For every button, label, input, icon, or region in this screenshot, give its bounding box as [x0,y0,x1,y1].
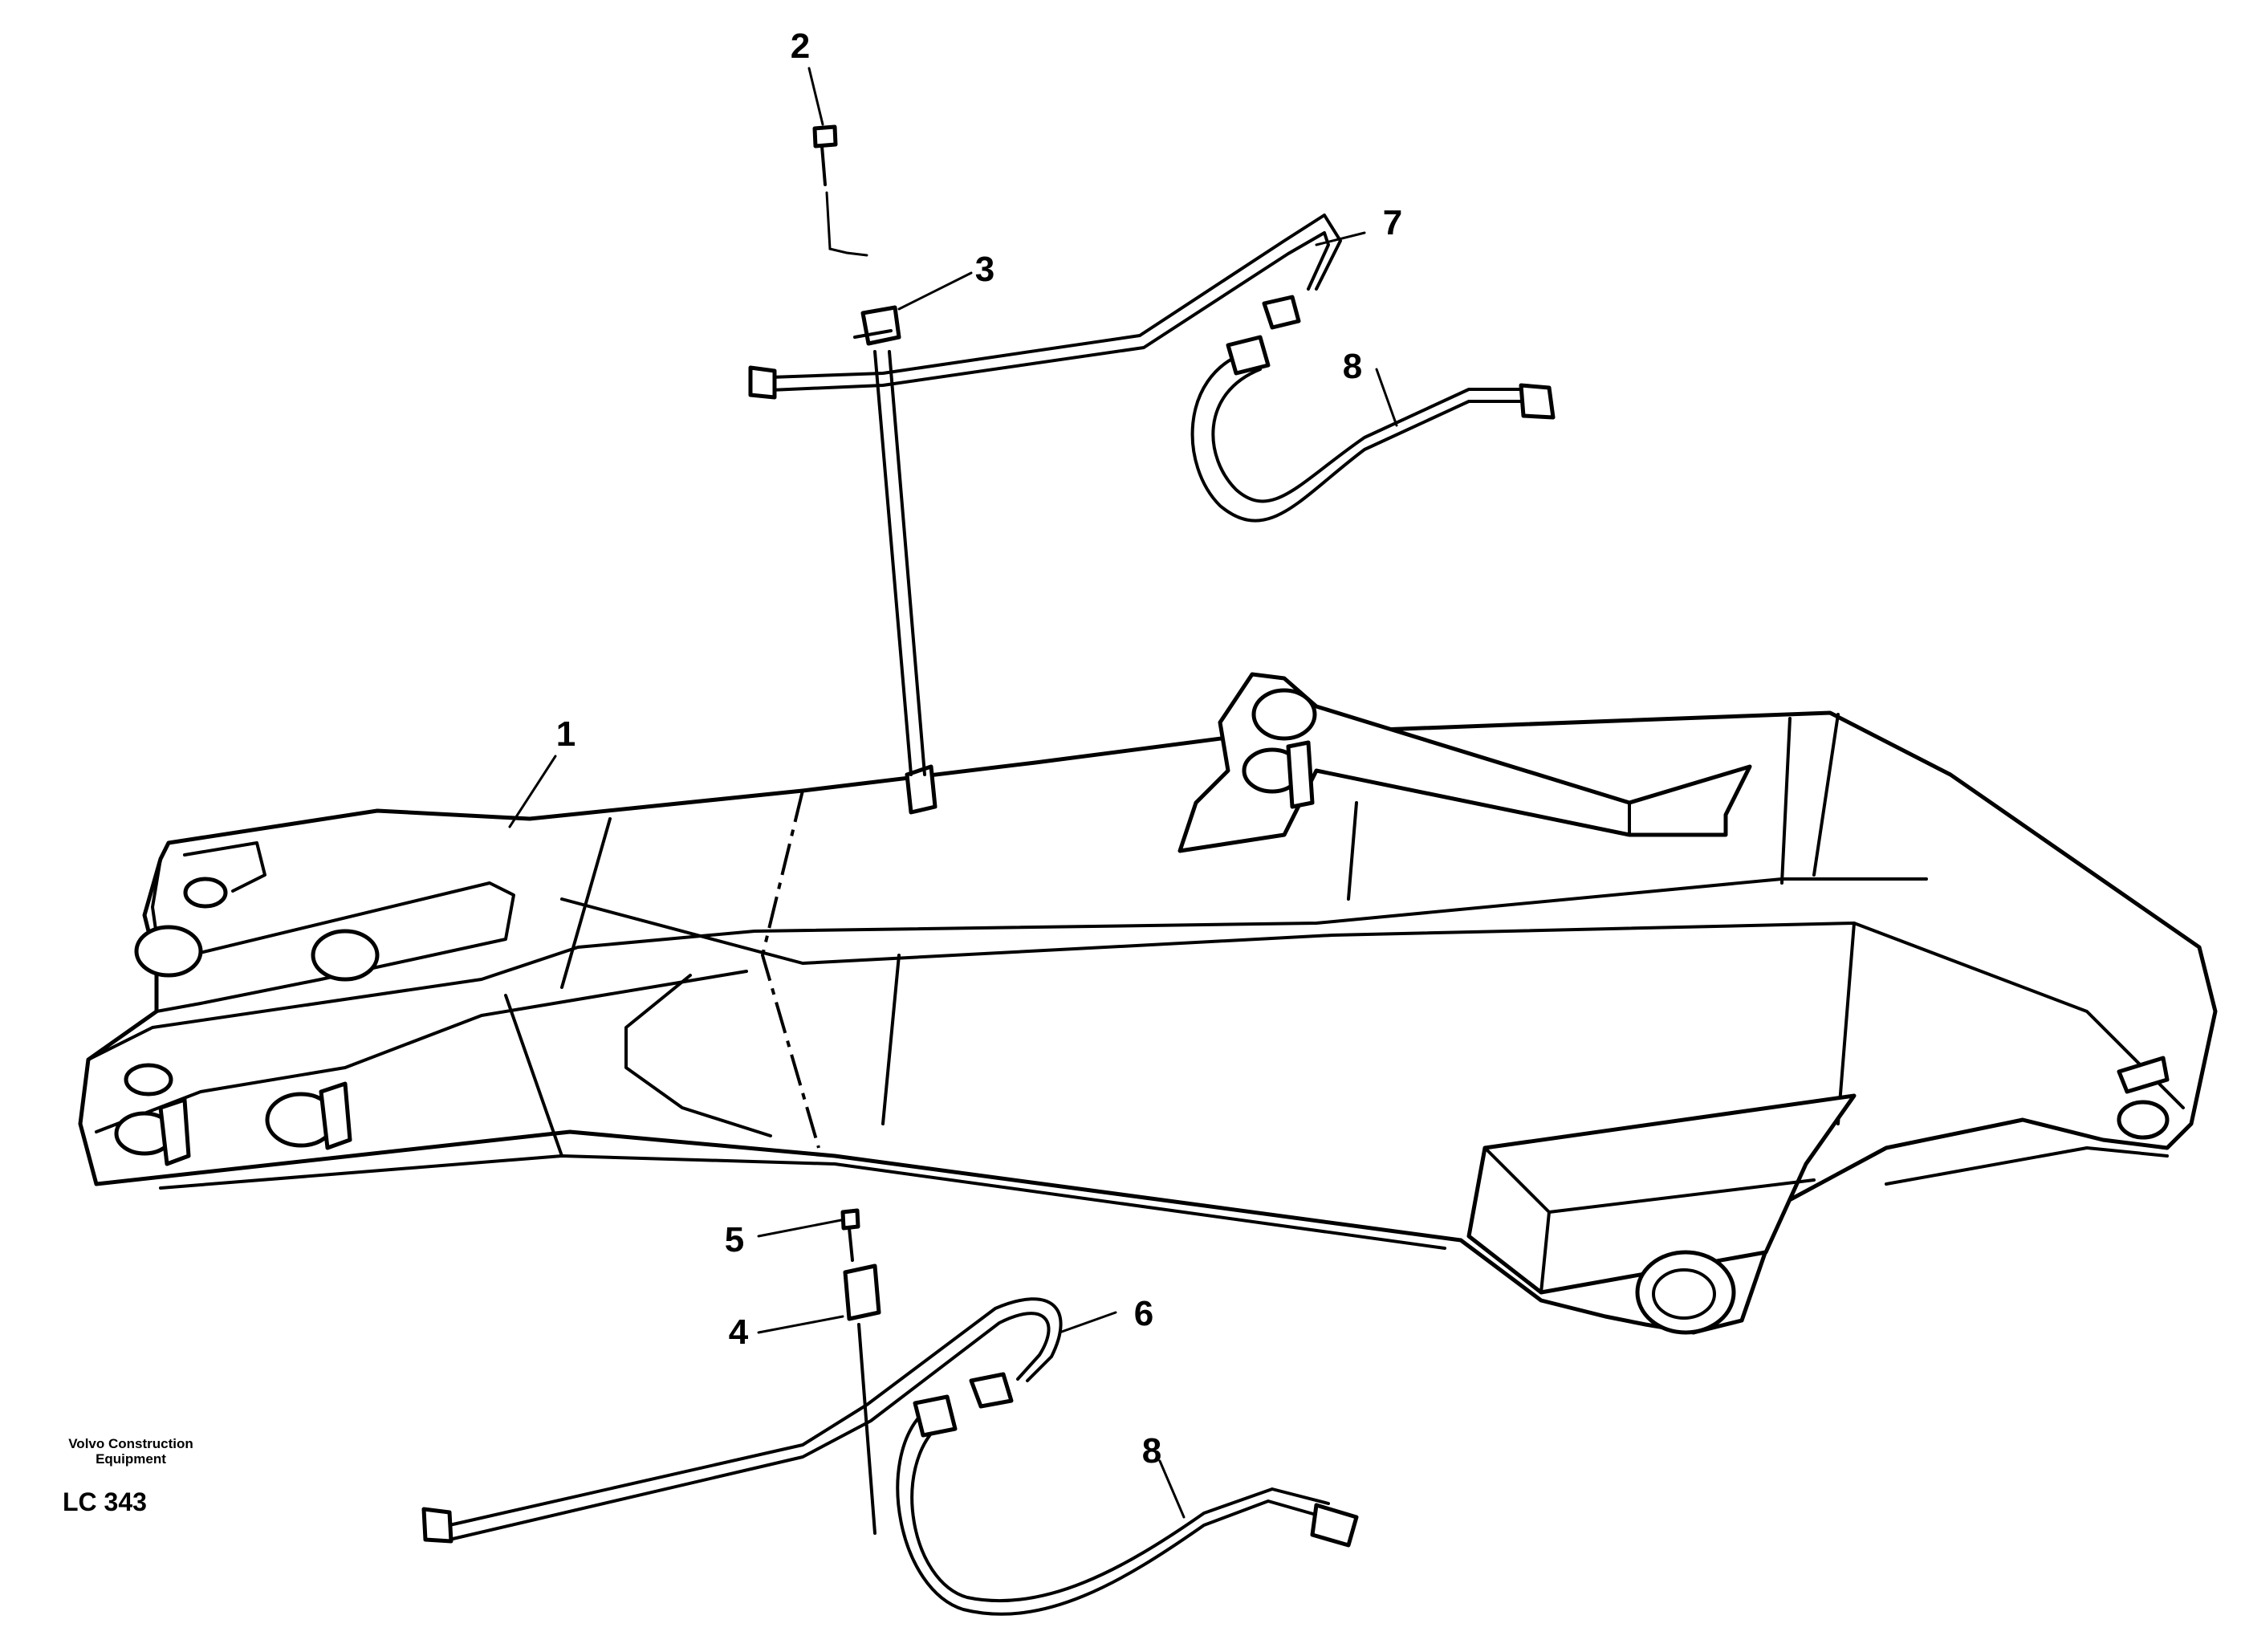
screw-upper [812,124,868,257]
boom [78,672,2218,1335]
lower-tube [421,1297,1063,1544]
manufacturer-label: Volvo Construction Equipment [55,1436,207,1467]
vertical-tube [873,350,926,776]
manufacturer-line-1: Volvo Construction [68,1436,193,1451]
manufacturer-line-2: Equipment [96,1451,166,1467]
pipe-clamp-lower [843,1263,881,1535]
callout-4: 4 [728,1312,749,1352]
callout-3: 3 [974,250,995,289]
callout-7: 7 [1382,203,1403,242]
upper-hose [1190,335,1556,523]
leader-lines [508,67,1398,1519]
upper-tube [748,214,1342,400]
pipe-clamp-upper [853,305,901,346]
screw-lower [840,1208,860,1262]
drawing-code: LC 343 [63,1487,147,1516]
callout-1: 1 [555,714,576,754]
callout-8-upper: 8 [1342,347,1363,386]
callout-8-lower: 8 [1141,1431,1162,1471]
lower-hose [896,1394,1359,1616]
callout-2: 2 [790,26,811,66]
callout-5: 5 [724,1220,745,1259]
callout-6: 6 [1133,1294,1154,1333]
